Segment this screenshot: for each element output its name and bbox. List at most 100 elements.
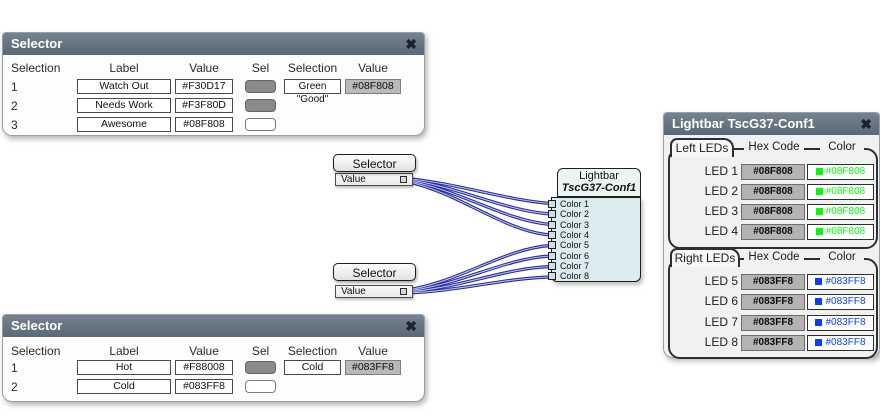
sel-button[interactable] [245, 80, 276, 93]
label-input[interactable]: Needs Work [77, 98, 171, 113]
column-header-value: Value [189, 61, 219, 75]
panel-title: Selector [11, 36, 63, 51]
output-port-value[interactable] [400, 176, 407, 183]
led-label: LED 7 [704, 315, 738, 329]
led-hex-display: #08F808 [741, 224, 805, 240]
output-label: Value [341, 286, 366, 297]
panel-titlebar[interactable]: Selector ✖ [3, 33, 424, 55]
selection-result-field[interactable]: Green "Good" [284, 79, 341, 105]
row-number: 2 [11, 99, 18, 113]
node-input-row: Color 4 [548, 230, 640, 240]
selection-value-display: #083FF8 [345, 360, 401, 375]
node-input-row: Color 7 [548, 260, 640, 271]
value-input[interactable]: #08F808 [175, 117, 233, 132]
label-input[interactable]: Watch Out [77, 79, 171, 94]
output-label: Value [341, 174, 366, 185]
led-color-hex: #08F808 [825, 166, 866, 177]
sel-button[interactable] [245, 380, 276, 393]
input-port-color3[interactable] [548, 220, 556, 229]
color-swatch [815, 297, 823, 305]
led-hex-display: #083FF8 [741, 315, 805, 331]
column-header-value-result: Value [358, 61, 388, 75]
led-hex-display: #083FF8 [741, 274, 805, 290]
led-color-hex: #08F808 [825, 206, 866, 217]
column-header-sel: Sel [251, 61, 270, 75]
panel-titlebar[interactable]: Lightbar TscG37-Conf1 ✖ [664, 113, 879, 135]
led-color-display: #083FF8 [807, 335, 874, 351]
led-label: LED 4 [704, 224, 738, 238]
color-swatch [815, 187, 823, 195]
panel-title: Lightbar TscG37-Conf1 [672, 116, 815, 131]
input-port-color2[interactable] [548, 210, 556, 219]
column-header-value: Value [189, 344, 219, 358]
led-label: LED 6 [704, 294, 738, 308]
label-input[interactable]: Awesome [77, 117, 171, 132]
value-input[interactable]: #F30D17 [175, 79, 233, 94]
close-icon[interactable]: ✖ [860, 116, 872, 132]
color-swatch [815, 277, 823, 285]
color-swatch [815, 207, 823, 215]
led-color-hex: #083FF8 [825, 317, 866, 328]
selection-result-field[interactable]: Cold [284, 360, 341, 375]
column-header-hexcode: Hex Code [744, 251, 804, 263]
color-swatch [815, 338, 823, 346]
close-icon[interactable]: ✖ [405, 318, 417, 334]
led-label: LED 3 [704, 204, 738, 218]
input-label: Color 1 [560, 199, 590, 210]
column-header-sel: Sel [251, 344, 270, 358]
sel-button[interactable] [245, 99, 276, 112]
value-input[interactable]: #083FF8 [175, 379, 233, 394]
input-label: Color 7 [560, 260, 590, 271]
value-input[interactable]: #F88008 [175, 360, 233, 375]
input-port-color7[interactable] [548, 261, 556, 270]
led-color-display: #08F808 [807, 184, 874, 200]
input-port-color1[interactable] [548, 200, 556, 209]
node-selector-bottom[interactable]: Selector [333, 263, 416, 281]
input-port-color6[interactable] [548, 251, 556, 260]
sel-button[interactable] [245, 361, 276, 374]
node-input-row: Color 2 [548, 209, 640, 219]
input-label: Color 5 [560, 240, 590, 251]
led-color-display: #083FF8 [807, 315, 874, 331]
close-icon[interactable]: ✖ [405, 36, 417, 52]
value-input[interactable]: #F3F80D [175, 98, 233, 113]
led-hex-display: #083FF8 [741, 294, 805, 310]
input-port-color5[interactable] [548, 241, 556, 250]
led-color-display: #083FF8 [807, 274, 874, 290]
led-color-display: #08F808 [807, 164, 874, 180]
input-port-color4[interactable] [548, 231, 556, 240]
lightbar-panel: Lightbar TscG37-Conf1 ✖ Left LEDs Hex Co… [663, 112, 880, 359]
node-selector-top-output-row: Value [335, 173, 413, 186]
panel-titlebar[interactable]: Selector ✖ [3, 315, 424, 337]
input-port-color8[interactable] [548, 272, 556, 281]
column-header-value-result: Value [358, 344, 388, 358]
node-selector-top[interactable]: Selector [333, 154, 416, 172]
node-lightbar-body[interactable]: Color 1 Color 2 Color 3 Color 4 Color 5 … [548, 197, 641, 282]
row-number: 3 [11, 118, 18, 132]
led-color-hex: #083FF8 [825, 337, 866, 348]
node-input-row: Color 8 [548, 271, 640, 282]
led-label: LED 1 [704, 164, 738, 178]
color-swatch [815, 318, 823, 326]
output-port-value[interactable] [400, 288, 407, 295]
column-header-selection: Selection [11, 61, 61, 75]
led-hex-display: #083FF8 [741, 335, 805, 351]
input-label: Color 6 [560, 250, 590, 261]
column-header-selection: Selection [11, 344, 61, 358]
label-input[interactable]: Hot [77, 360, 171, 375]
row-number: 1 [11, 361, 18, 375]
column-header-color: Color [820, 141, 864, 153]
panel-title: Selector [11, 318, 63, 333]
node-lightbar-header[interactable]: Lightbar TscG37-Conf1 [557, 168, 641, 197]
selection-value-display: #08F808 [345, 79, 401, 94]
row-number: 2 [11, 380, 18, 394]
input-label: Color 8 [560, 271, 590, 282]
label-input[interactable]: Cold [77, 379, 171, 394]
led-hex-display: #08F808 [741, 184, 805, 200]
led-color-hex: #083FF8 [825, 296, 866, 307]
node-input-row: Color 6 [548, 250, 640, 261]
sel-button[interactable] [245, 118, 276, 131]
column-header-label: Label [109, 344, 139, 358]
led-hex-display: #08F808 [741, 164, 805, 180]
